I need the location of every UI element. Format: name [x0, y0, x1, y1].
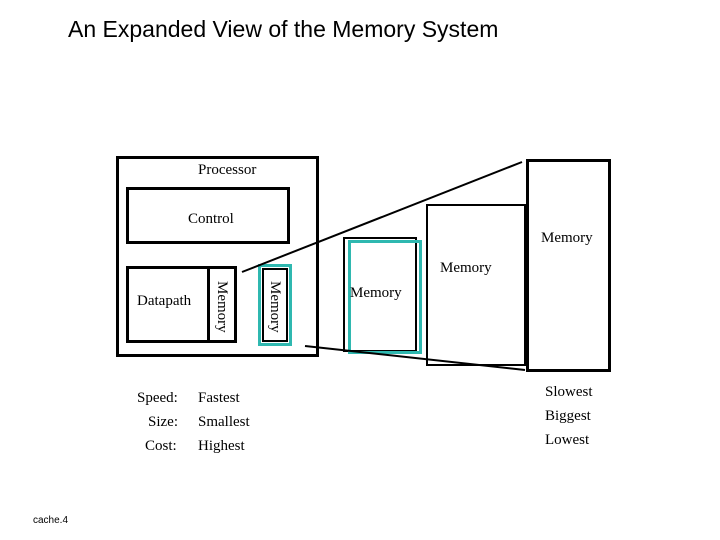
control-box: [126, 187, 290, 244]
processor-label: Processor: [198, 162, 257, 178]
metric-right-speed: Slowest: [545, 384, 593, 400]
control-label: Control: [188, 211, 234, 227]
metric-value-speed: Fastest: [198, 390, 240, 406]
processor-box: [116, 156, 319, 357]
register-memory-label: Memory: [214, 281, 230, 333]
metric-key-cost: Cost:: [145, 438, 177, 454]
level3-memory-label: Memory: [350, 285, 402, 301]
slide-title: An Expanded View of the Memory System: [68, 16, 499, 42]
cache-memory-inner: [262, 268, 288, 342]
level5-memory-box: [526, 159, 611, 372]
level5-memory-label: Memory: [541, 230, 593, 246]
metric-value-cost: Highest: [198, 438, 245, 454]
lower-expansion-line: [304, 345, 526, 371]
slide-footer: cache.4: [33, 515, 69, 526]
upper-expansion-line: [241, 161, 523, 273]
cache-memory-label: Memory: [267, 281, 283, 333]
level4-memory-label: Memory: [440, 260, 492, 276]
level3-memory-teal-frame: [348, 240, 422, 354]
cache-memory-box: [258, 264, 292, 346]
metric-key-size: Size:: [148, 414, 178, 430]
metric-key-speed-text: Speed:: [137, 390, 178, 406]
metric-value-size: Smallest: [198, 414, 250, 430]
register-memory-box: [207, 266, 237, 343]
metric-right-size: Biggest: [545, 408, 591, 424]
datapath-label: Datapath: [137, 293, 192, 309]
metric-right-cost: Lowest: [545, 432, 590, 448]
